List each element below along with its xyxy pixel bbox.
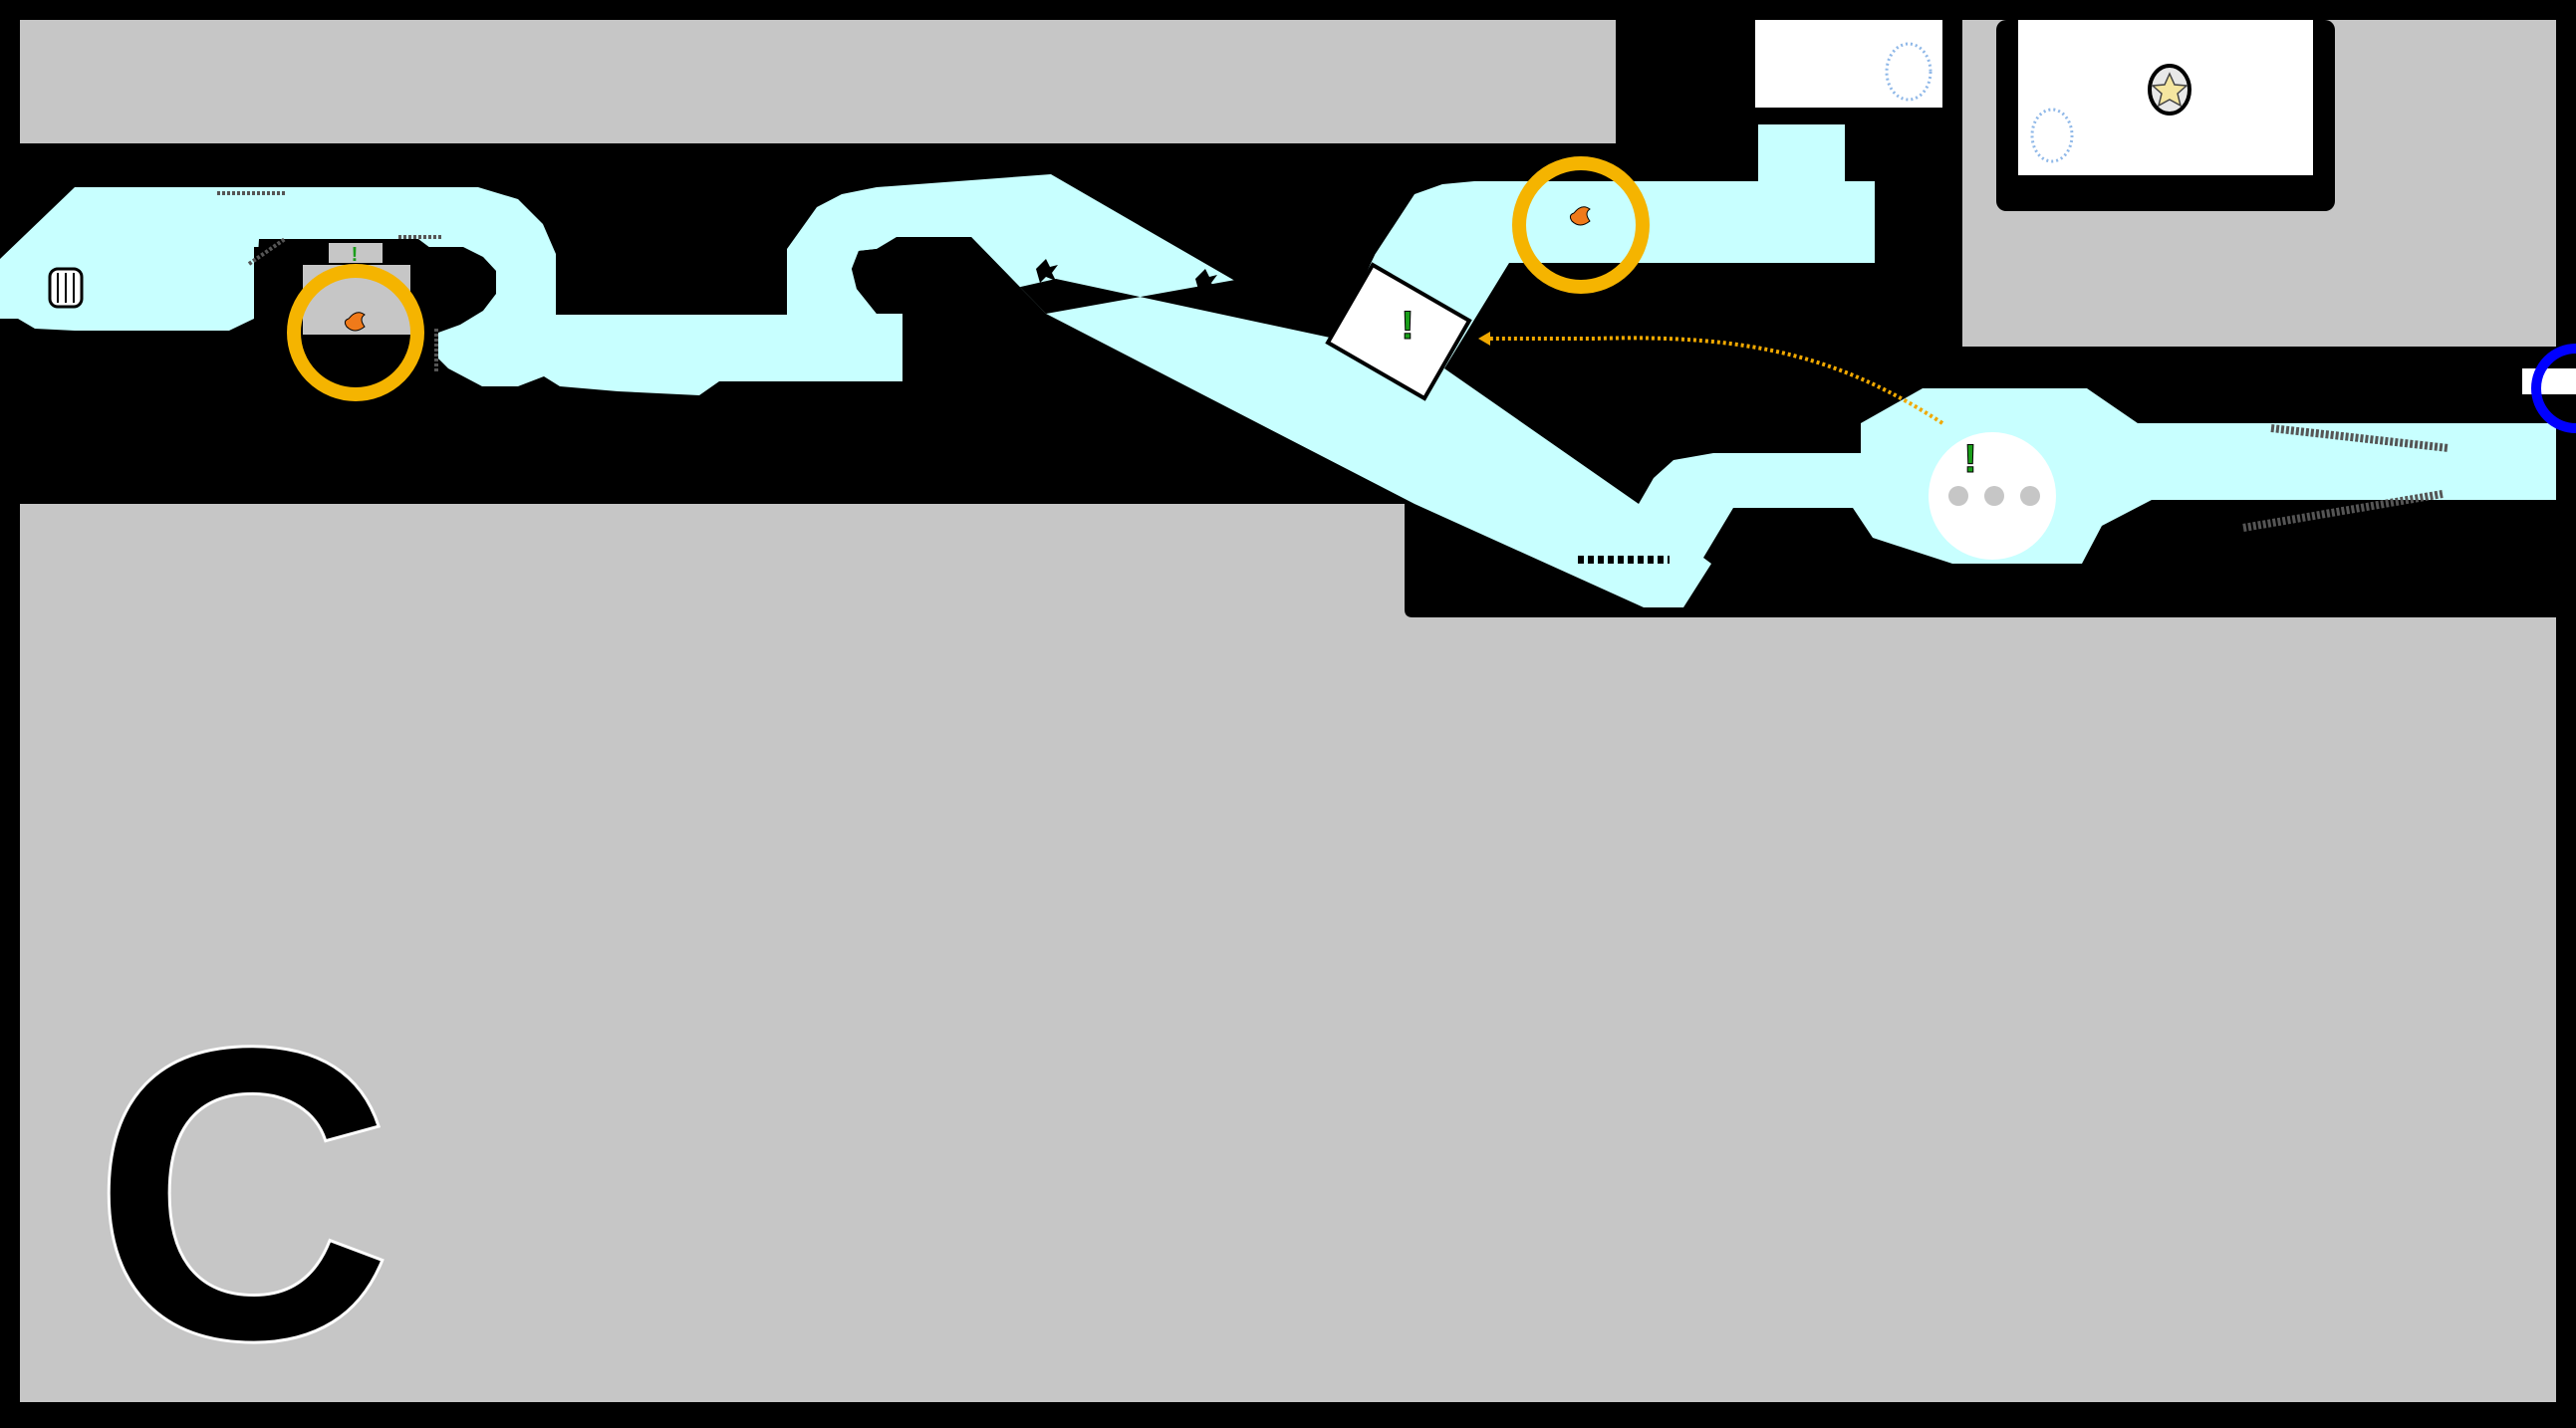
exit-portal-icon bbox=[2522, 344, 2576, 433]
spike-strip bbox=[247, 237, 287, 266]
switch-mark: ! bbox=[1963, 437, 1976, 481]
wall-bottom bbox=[20, 504, 2556, 1402]
urchin-icon bbox=[1195, 269, 1217, 293]
zone-label: C bbox=[91, 961, 395, 1428]
spike-strip bbox=[2242, 490, 2444, 532]
arrow-head bbox=[1478, 332, 1490, 346]
crystal-icon bbox=[1885, 42, 1932, 102]
ring-right bbox=[1512, 156, 1650, 294]
urchin-icon bbox=[1036, 259, 1058, 283]
switch-mark: ! bbox=[352, 244, 359, 266]
wall-top bbox=[20, 20, 1616, 143]
spike-hazards bbox=[217, 191, 2449, 564]
fire-cage-base bbox=[303, 335, 410, 374]
bubble-icon bbox=[1948, 486, 1968, 506]
bubble-icon bbox=[1984, 486, 2004, 506]
crystal-icon bbox=[2030, 108, 2074, 163]
water-left-chamber bbox=[0, 124, 2556, 607]
switch-block bbox=[329, 243, 383, 263]
water-channels bbox=[0, 124, 2556, 607]
rock-center bbox=[852, 237, 1375, 339]
switch-mark: ! bbox=[1401, 304, 1414, 348]
fire-icon bbox=[344, 312, 366, 332]
cage-icon bbox=[48, 267, 84, 309]
star-medal-icon bbox=[2148, 64, 2191, 116]
fire-icon bbox=[1569, 206, 1591, 226]
ring-left bbox=[287, 264, 424, 401]
bubble-icon bbox=[2020, 486, 2040, 506]
crystal-room bbox=[1755, 20, 1942, 108]
trajectory-path bbox=[1484, 336, 1944, 425]
gate-room bbox=[1325, 262, 1472, 401]
